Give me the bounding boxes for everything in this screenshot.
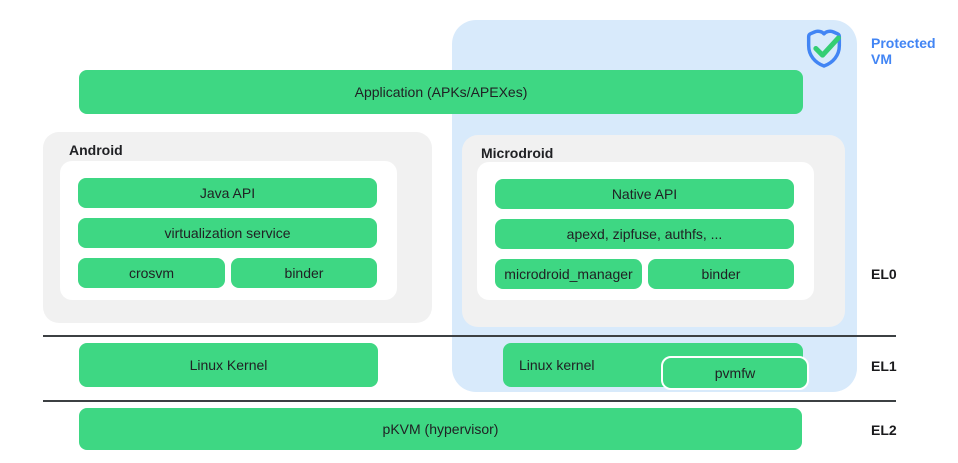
- java-api-bar: Java API: [78, 178, 377, 208]
- binder-bar-microdroid: binder: [648, 259, 794, 289]
- microdroid-manager-bar: microdroid_manager: [495, 259, 642, 289]
- pkvm-bar: pKVM (hypervisor): [79, 408, 802, 450]
- virtualization-service-bar: virtualization service: [78, 218, 377, 248]
- android-title: Android: [69, 142, 123, 158]
- microdroid-inner-box: Native API apexd, zipfuse, authfs, ... m…: [477, 162, 814, 300]
- microdroid-box: Microdroid Native API apexd, zipfuse, au…: [462, 135, 845, 327]
- el0-label: EL0: [871, 266, 897, 282]
- microdroid-title: Microdroid: [481, 145, 554, 161]
- el1-el2-separator: [43, 400, 896, 402]
- crosvm-bar: crosvm: [78, 258, 225, 288]
- binder-bar-android: binder: [231, 258, 377, 288]
- android-inner-box: Java API virtualization service crosvm b…: [60, 161, 397, 300]
- pvmfw-bar: pvmfw: [661, 356, 809, 390]
- android-box: Android Java API virtualization service …: [43, 132, 432, 323]
- el1-label: EL1: [871, 358, 897, 374]
- el0-el1-separator: [43, 335, 896, 337]
- shield-check-icon: [801, 25, 847, 71]
- application-bar: Application (APKs/APEXes): [79, 70, 803, 114]
- native-api-bar: Native API: [495, 179, 794, 209]
- linux-kernel-host-bar: Linux Kernel: [79, 343, 378, 387]
- protected-vm-label: Protected VM: [871, 35, 936, 67]
- el2-label: EL2: [871, 422, 897, 438]
- apexd-zipfuse-authfs-bar: apexd, zipfuse, authfs, ...: [495, 219, 794, 249]
